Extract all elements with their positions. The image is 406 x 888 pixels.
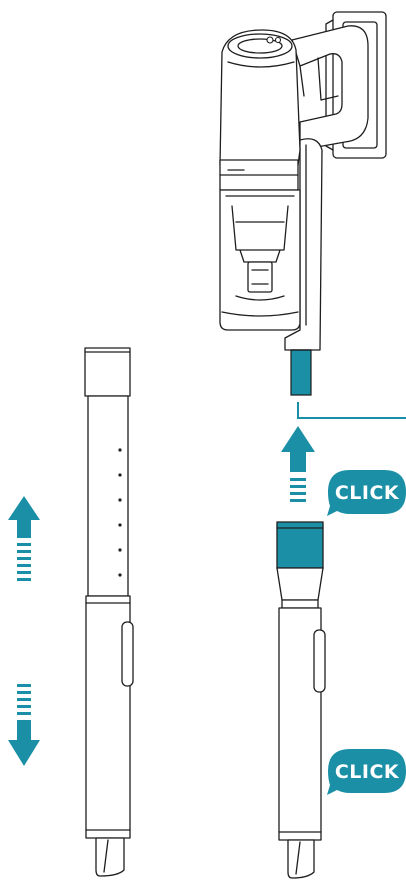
unit-connector [291,350,311,395]
vacuum-main-unit [220,12,386,395]
click-label: CLICK [335,761,400,783]
dust-bin [220,190,300,330]
collar-band [220,160,298,190]
power-button [267,37,273,43]
arrow-up-icon [8,496,40,581]
telescopic-tube-left [85,348,133,876]
click-label: CLICK [335,482,400,504]
mode-button [276,38,281,43]
alignment-line [298,402,406,418]
click-callout-bottom: CLICK [327,749,406,795]
arrow-up-icon [281,426,315,502]
click-callout-top: CLICK [327,470,406,516]
handle [292,26,368,150]
arrow-down-icon [8,684,40,766]
telescopic-tube-right [277,522,325,878]
motor-body [220,30,300,165]
